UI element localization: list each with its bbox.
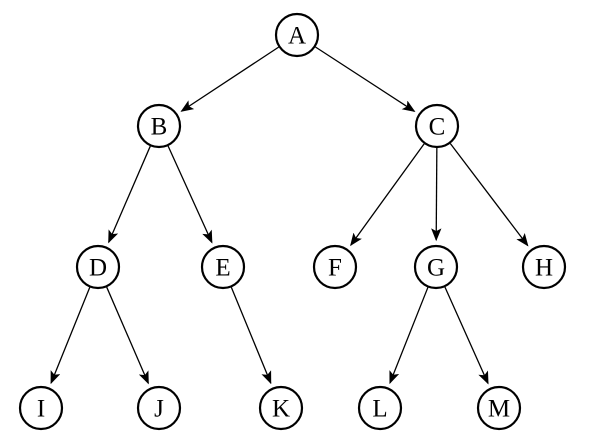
edge-d-j (106, 286, 149, 385)
node-j[interactable]: J (136, 385, 182, 431)
edge-c-g (431, 147, 442, 242)
node-label-k: K (272, 396, 290, 423)
node-h[interactable]: H (521, 244, 567, 290)
nodes-layer: A B C D E F G H I J K L M (18, 12, 567, 431)
node-label-f: F (328, 255, 342, 282)
node-m[interactable]: M (476, 385, 522, 431)
node-circle-d (75, 244, 121, 290)
node-label-i: I (37, 396, 45, 423)
node-d[interactable]: D (75, 244, 121, 290)
node-b[interactable]: B (136, 103, 182, 149)
node-circle-m (476, 385, 522, 431)
node-e[interactable]: E (200, 244, 246, 290)
edge-g-m (444, 286, 489, 385)
node-circle-l (357, 385, 403, 431)
node-circle-g (413, 244, 459, 290)
node-circle-h (521, 244, 567, 290)
node-circle-e (200, 244, 246, 290)
edges-layer (50, 46, 529, 385)
node-label-l: L (372, 396, 387, 423)
edge-c-h (449, 143, 529, 247)
node-l[interactable]: L (357, 385, 403, 431)
edge-e-k (230, 287, 272, 385)
edge-b-d (108, 145, 151, 244)
node-circle-b (136, 103, 182, 149)
node-label-g: G (427, 255, 445, 282)
edge-g-l (389, 287, 429, 385)
node-label-d: D (89, 255, 107, 282)
node-g[interactable]: G (413, 244, 459, 290)
edge-a-c (315, 46, 416, 112)
node-circle-c (414, 103, 460, 149)
node-circle-j (136, 385, 182, 431)
node-label-a: A (288, 23, 306, 50)
node-c[interactable]: C (414, 103, 460, 149)
edge-a-b (180, 46, 279, 112)
node-label-b: B (151, 114, 168, 141)
node-label-e: E (215, 255, 230, 282)
node-circle-i (18, 385, 64, 431)
node-k[interactable]: K (258, 385, 304, 431)
node-f[interactable]: F (312, 244, 358, 290)
edge-d-i (50, 287, 91, 385)
node-circle-a (274, 12, 320, 58)
node-a[interactable]: A (274, 12, 320, 58)
node-i[interactable]: I (18, 385, 64, 431)
node-circle-f (312, 244, 358, 290)
node-label-m: M (488, 396, 510, 423)
edge-c-f (350, 143, 425, 247)
node-label-h: H (535, 255, 553, 282)
node-circle-k (258, 385, 304, 431)
node-label-c: C (429, 114, 446, 141)
edge-b-e (167, 145, 213, 244)
node-label-j: J (154, 396, 164, 423)
